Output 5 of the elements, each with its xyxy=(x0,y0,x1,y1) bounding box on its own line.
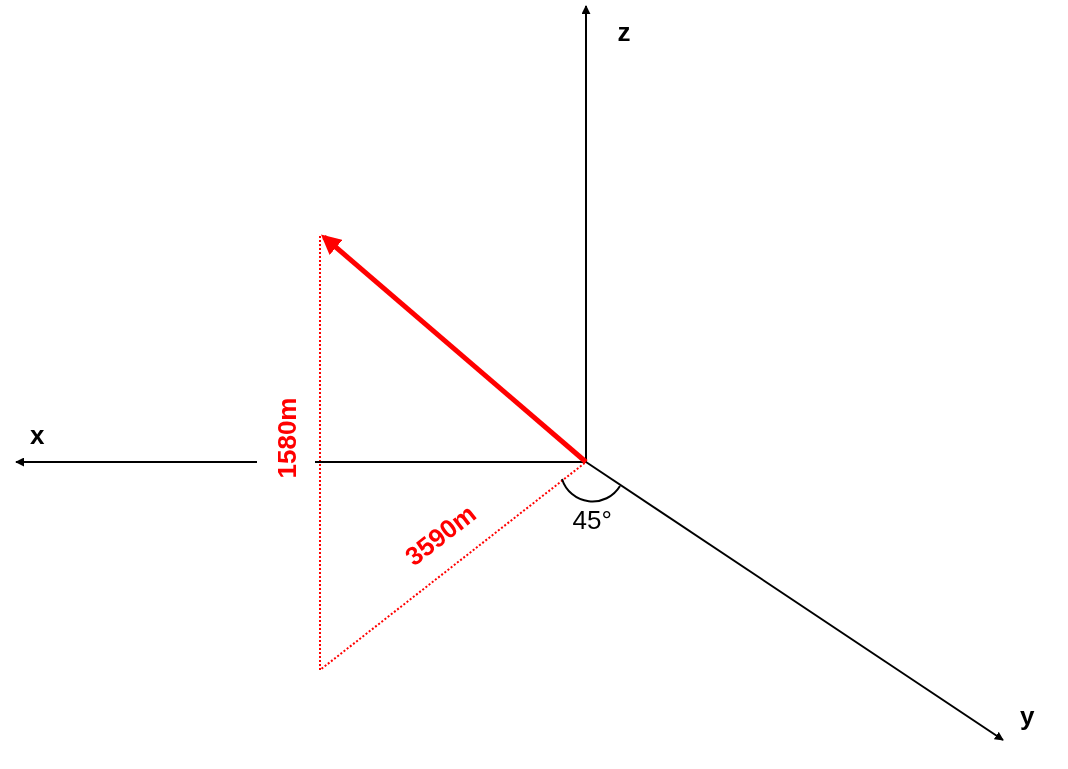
dimension-label: 1580m xyxy=(274,397,300,479)
axis-label: z xyxy=(617,19,631,45)
axis-label: y xyxy=(1020,703,1035,729)
axis-label: x xyxy=(30,422,45,448)
angle-label: 45° xyxy=(572,507,612,533)
